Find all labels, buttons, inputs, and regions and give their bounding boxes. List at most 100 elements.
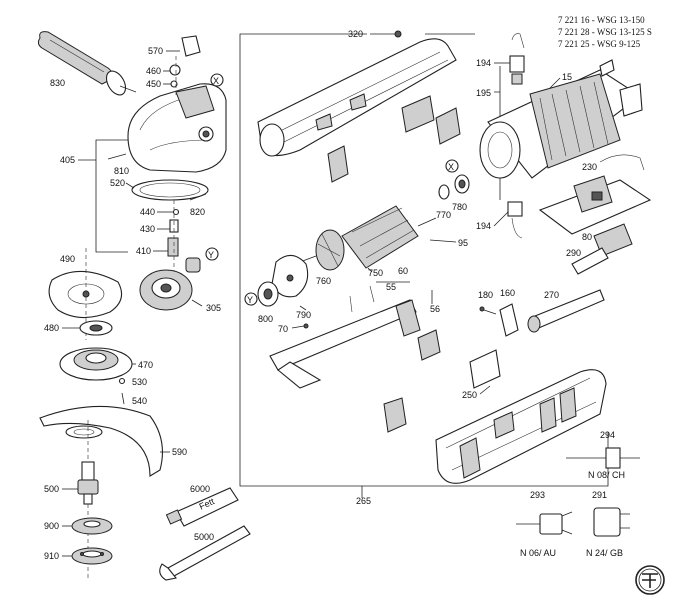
screw-70 <box>291 325 305 329</box>
bevel-gear-305 <box>139 269 193 311</box>
bearing-small <box>185 257 201 273</box>
label-80: 80 <box>582 232 592 242</box>
label-195: 195 <box>476 88 491 98</box>
marker-y-1 <box>205 247 219 261</box>
label-500: 500 <box>44 484 59 494</box>
label-480: 480 <box>44 323 59 333</box>
label-530: 530 <box>132 377 147 387</box>
side-handle <box>37 31 137 96</box>
plug-n08-label: N 08/ CH <box>588 470 625 480</box>
label-230: 230 <box>582 162 597 172</box>
cable-clamp-160 <box>499 303 519 337</box>
label-790: 790 <box>296 310 311 320</box>
label-590: 590 <box>172 447 187 457</box>
washer-530 <box>118 377 126 385</box>
ring-770 <box>438 184 450 200</box>
spindle-500 <box>77 461 99 505</box>
spring-460 <box>169 64 181 76</box>
label-810: 810 <box>114 166 129 176</box>
label-570: 570 <box>148 46 163 56</box>
stator-15 <box>479 59 643 179</box>
flange-490 <box>48 270 123 319</box>
plug-n06-label: N 06/ AU <box>520 548 556 558</box>
switch-bar <box>269 285 421 389</box>
marker-x-1 <box>210 73 224 87</box>
label-460: 460 <box>146 66 161 76</box>
label-291: 291 <box>592 490 607 500</box>
label-160: 160 <box>500 288 515 298</box>
label-270: 270 <box>544 290 559 300</box>
lock-button-570 <box>181 35 201 57</box>
plug-n24-label: N 24/ GB <box>586 548 623 558</box>
label-56: 56 <box>430 304 440 314</box>
label-900: 900 <box>44 521 59 531</box>
label-55: 55 <box>386 282 396 292</box>
clip-mid <box>401 95 435 133</box>
cable-80 <box>571 223 633 275</box>
marker-y-2-text: Y <box>247 295 253 305</box>
label-6000: 6000 <box>190 484 210 494</box>
label-194-bottom: 194 <box>476 221 491 231</box>
label-180: 180 <box>478 290 493 300</box>
spring-230 <box>599 154 645 171</box>
gear-head-housing <box>127 83 227 201</box>
label-95: 95 <box>458 238 468 248</box>
label-910: 910 <box>44 551 59 561</box>
fein-logo <box>635 565 665 595</box>
bearing-480 <box>79 320 113 336</box>
model-line-1: 7 221 16 - WSG 13-150 <box>558 15 645 25</box>
label-60: 60 <box>398 266 408 276</box>
label-290: 290 <box>566 248 581 258</box>
label-70: 70 <box>278 324 288 334</box>
label-15: 15 <box>562 72 572 82</box>
label-405: 405 <box>60 155 75 165</box>
brush-holder-top <box>509 55 525 73</box>
label-293: 293 <box>530 490 545 500</box>
marker-y-2 <box>244 292 258 306</box>
plug-291 <box>593 507 630 537</box>
label-410: 410 <box>136 246 151 256</box>
label-294: 294 <box>600 430 615 440</box>
label-430: 430 <box>140 224 155 234</box>
clip-right <box>435 107 461 145</box>
wheel-guard-590 <box>39 405 163 477</box>
label-194-top: 194 <box>476 58 491 68</box>
washer-790 <box>299 305 307 311</box>
plug-294 <box>605 447 621 469</box>
label-305: 305 <box>206 303 221 313</box>
label-760: 760 <box>316 276 331 286</box>
label-5000: 5000 <box>194 532 214 542</box>
screw-180 <box>483 309 497 315</box>
clamping-nut-910 <box>71 547 113 565</box>
label-830: 830 <box>50 78 65 88</box>
marker-x-2 <box>445 159 459 173</box>
label-750: 750 <box>368 268 383 278</box>
label-250: 250 <box>462 390 477 400</box>
marker-y-1-text: Y <box>208 250 214 260</box>
armature-750 <box>299 205 437 271</box>
label-265: 265 <box>356 496 371 506</box>
marker-x-2-text: X <box>448 162 454 172</box>
motor-housing-shell <box>257 38 457 157</box>
trigger-250 <box>469 349 501 389</box>
label-820: 820 <box>190 207 205 217</box>
end-cap <box>383 397 407 433</box>
model-line-2: 7 221 28 - WSG 13-125 S <box>558 27 652 37</box>
model-line-3: 7 221 25 - WSG 9-125 <box>558 39 641 49</box>
screw-810 <box>107 153 127 160</box>
electronic-module <box>538 175 652 235</box>
mounting-flange-900 <box>71 517 113 535</box>
switch-clip <box>417 329 441 361</box>
label-320: 320 <box>348 29 363 39</box>
label-450: 450 <box>146 79 161 89</box>
label-440: 440 <box>140 207 155 217</box>
screw-820 <box>189 193 207 201</box>
label-520: 520 <box>110 178 125 188</box>
brush-holder-bottom <box>507 201 523 217</box>
label-470: 470 <box>138 360 153 370</box>
washer-440 <box>172 208 180 216</box>
marker-x-1-text: X <box>213 76 219 86</box>
pin-spanner-5000 <box>159 525 251 581</box>
shaft-410 <box>167 237 179 257</box>
